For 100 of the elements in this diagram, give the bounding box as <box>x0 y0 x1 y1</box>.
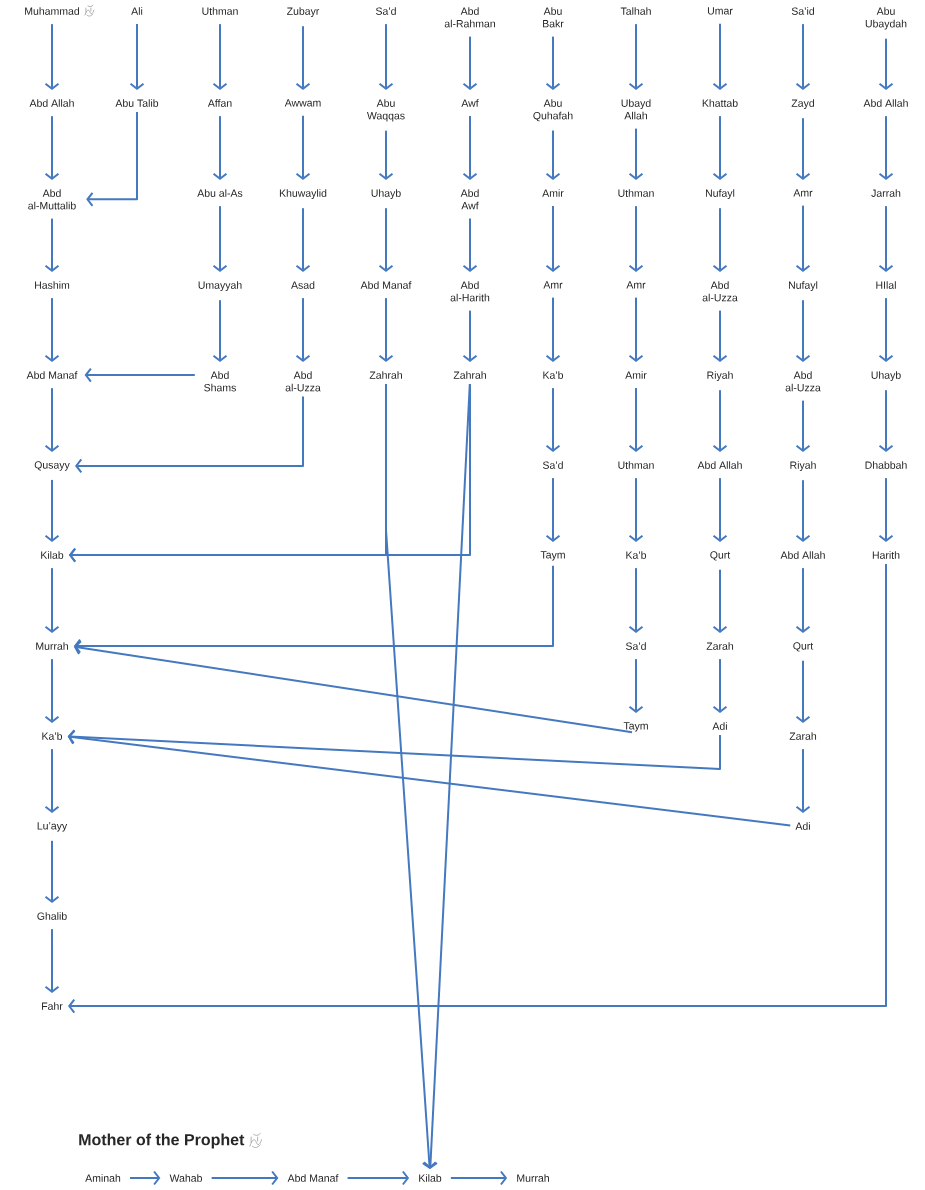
name-label: Sa’d <box>542 461 563 469</box>
arrow <box>878 205 894 272</box>
arrow <box>628 205 644 272</box>
arrow <box>295 114 311 180</box>
arrow <box>378 297 394 362</box>
name-label: Awwam <box>284 99 321 107</box>
name-label: Uthman <box>618 461 654 469</box>
name-label: Kilab <box>41 551 64 559</box>
arrow <box>628 658 644 713</box>
name-label: Fahr <box>42 1002 63 1010</box>
name-label: Umar <box>708 7 733 15</box>
name-label: Uthman <box>202 7 238 15</box>
arrow <box>712 568 728 633</box>
arrow <box>129 1170 161 1186</box>
name-label: Sa’d <box>625 642 646 650</box>
arrow <box>795 299 811 362</box>
name-label: Qurt <box>793 642 814 652</box>
name-label: Abd al-Muttalib <box>28 189 76 210</box>
arrow <box>295 297 311 362</box>
name-label: Abd Manaf <box>360 281 412 289</box>
arrow <box>545 35 561 90</box>
arrow <box>295 25 311 90</box>
arrow <box>212 205 228 272</box>
arrow <box>378 129 394 180</box>
name-label: Sa’id <box>791 7 814 15</box>
arrow <box>795 748 811 813</box>
name-label: Qusayy <box>34 461 70 471</box>
arrow <box>295 207 311 272</box>
name-label: Affan <box>207 99 232 107</box>
name-label: Murrah <box>36 642 68 650</box>
arrow <box>712 309 728 362</box>
name-label: HIlal <box>876 281 896 289</box>
arrow <box>129 23 145 90</box>
name-label: Zarah <box>706 642 734 650</box>
arrow <box>712 477 728 542</box>
name-label: Uthman <box>618 189 654 197</box>
name-label: Riyah <box>790 461 816 471</box>
name-label: Harith <box>872 551 900 559</box>
arrow <box>628 477 644 542</box>
name-label: Zarah <box>789 732 817 740</box>
arrow <box>545 387 561 452</box>
name-label: Uhayb <box>871 371 901 381</box>
arrow <box>462 35 478 90</box>
name-label: Nufayl <box>706 189 735 199</box>
name-label: Qurt <box>710 551 731 561</box>
name-label: Amr <box>793 189 813 197</box>
arrow <box>73 640 634 734</box>
arrow <box>44 567 60 633</box>
arrow <box>628 296 644 362</box>
name-label: Taym <box>540 551 565 561</box>
name-label: Riyah <box>707 371 733 381</box>
name-label: Taym <box>623 722 648 732</box>
name-label: Zubayr <box>287 7 320 17</box>
arrow <box>385 383 437 1169</box>
arrow <box>462 309 478 362</box>
name-label: Nufayl <box>789 281 818 291</box>
name-label: Abu Bakr <box>543 7 564 28</box>
name-label: Abd Manaf <box>26 371 78 379</box>
arrow <box>44 217 60 272</box>
name-label: Abu Ubaydah <box>865 7 907 30</box>
arrow <box>67 729 721 771</box>
name-label: Aminah <box>85 1174 121 1182</box>
arrow <box>545 129 561 180</box>
name-label: Murrah <box>517 1174 549 1182</box>
name-label: Zahrah <box>369 371 402 379</box>
name-label: Ka’b <box>42 732 63 740</box>
arrow <box>462 217 478 272</box>
arrow <box>545 477 561 542</box>
name-label: Abd Shams <box>204 371 236 392</box>
arrow <box>44 478 60 542</box>
arrow <box>878 37 894 90</box>
arrow <box>545 205 561 272</box>
arrow <box>712 22 728 90</box>
name-label: Adi <box>795 822 810 830</box>
arrow <box>712 658 728 713</box>
name-label: Ubayd Allah <box>621 99 651 120</box>
arrow <box>545 296 561 362</box>
arrow <box>712 207 728 272</box>
name-label: Talhah <box>620 7 651 15</box>
name-label: Ka’b <box>626 551 647 559</box>
arrow <box>795 204 811 272</box>
arrow <box>628 387 644 452</box>
arrow <box>878 115 894 180</box>
arrow <box>212 299 228 362</box>
name-label: Lu’ayy <box>37 822 68 832</box>
arrow <box>878 297 894 362</box>
name-label: Amr <box>543 281 563 289</box>
arrow <box>795 659 811 723</box>
name-label: Khuwaylid <box>279 189 327 199</box>
arrow <box>75 395 304 474</box>
arrow <box>86 111 138 207</box>
arrow <box>44 115 60 180</box>
name-label: Wahab <box>169 1174 202 1182</box>
arrow <box>68 563 887 1014</box>
name-label: Abd Allah <box>780 551 825 559</box>
name-label: Khattab <box>702 99 738 107</box>
name-label: Asad <box>291 281 315 289</box>
name-label: Abd Awf <box>460 189 479 210</box>
name-label: Abd Allah <box>29 99 74 107</box>
arrow <box>795 399 811 452</box>
